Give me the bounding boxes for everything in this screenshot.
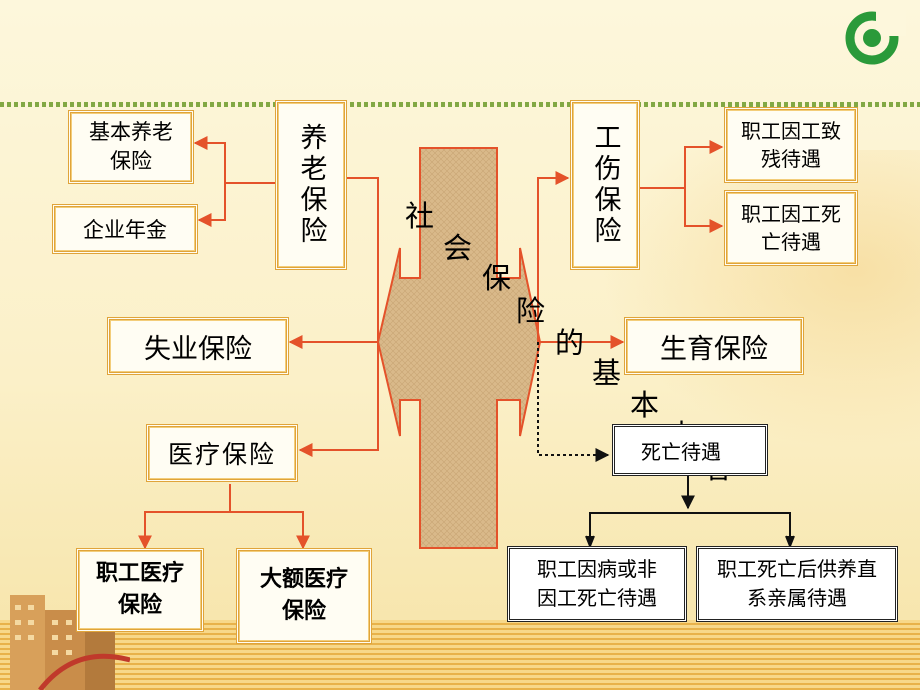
header-dotted-line — [0, 102, 920, 107]
large-medical-box: 大额医疗保险 — [236, 548, 372, 644]
center-cross — [376, 147, 542, 549]
center-title-char-1: 社 — [405, 199, 435, 233]
center-title-char-5: 的 — [555, 326, 585, 360]
injury-box: 工伤保险 — [570, 100, 640, 270]
enterprise-annuity-box: 企业年金 — [52, 204, 198, 254]
injury-disability-box: 职工因工致残待遇 — [724, 107, 858, 183]
illness-death-box: 职工因病或非因工死亡待遇 — [507, 546, 687, 622]
maternity-box: 生育保险 — [624, 317, 804, 375]
center-title-char-4: 险 — [516, 294, 546, 328]
employee-medical-box: 职工医疗保险 — [76, 548, 204, 632]
death-box: 死亡待遇 — [612, 424, 768, 476]
center-title-char-6: 基 — [592, 356, 622, 390]
pension-box: 养老保险 — [275, 100, 347, 270]
center-title-char-2: 会 — [443, 231, 473, 265]
center-title-char-7: 本 — [630, 388, 660, 422]
unemployment-box: 失业保险 — [107, 317, 289, 375]
injury-death-box: 职工因工死亡待遇 — [724, 190, 858, 266]
medical-box: 医疗保险 — [146, 424, 298, 482]
dependents-box: 职工死亡后供养直系亲属待遇 — [696, 546, 898, 622]
basic-pension-box: 基本养老保险 — [68, 110, 194, 184]
center-title-char-3: 保 — [482, 261, 512, 295]
